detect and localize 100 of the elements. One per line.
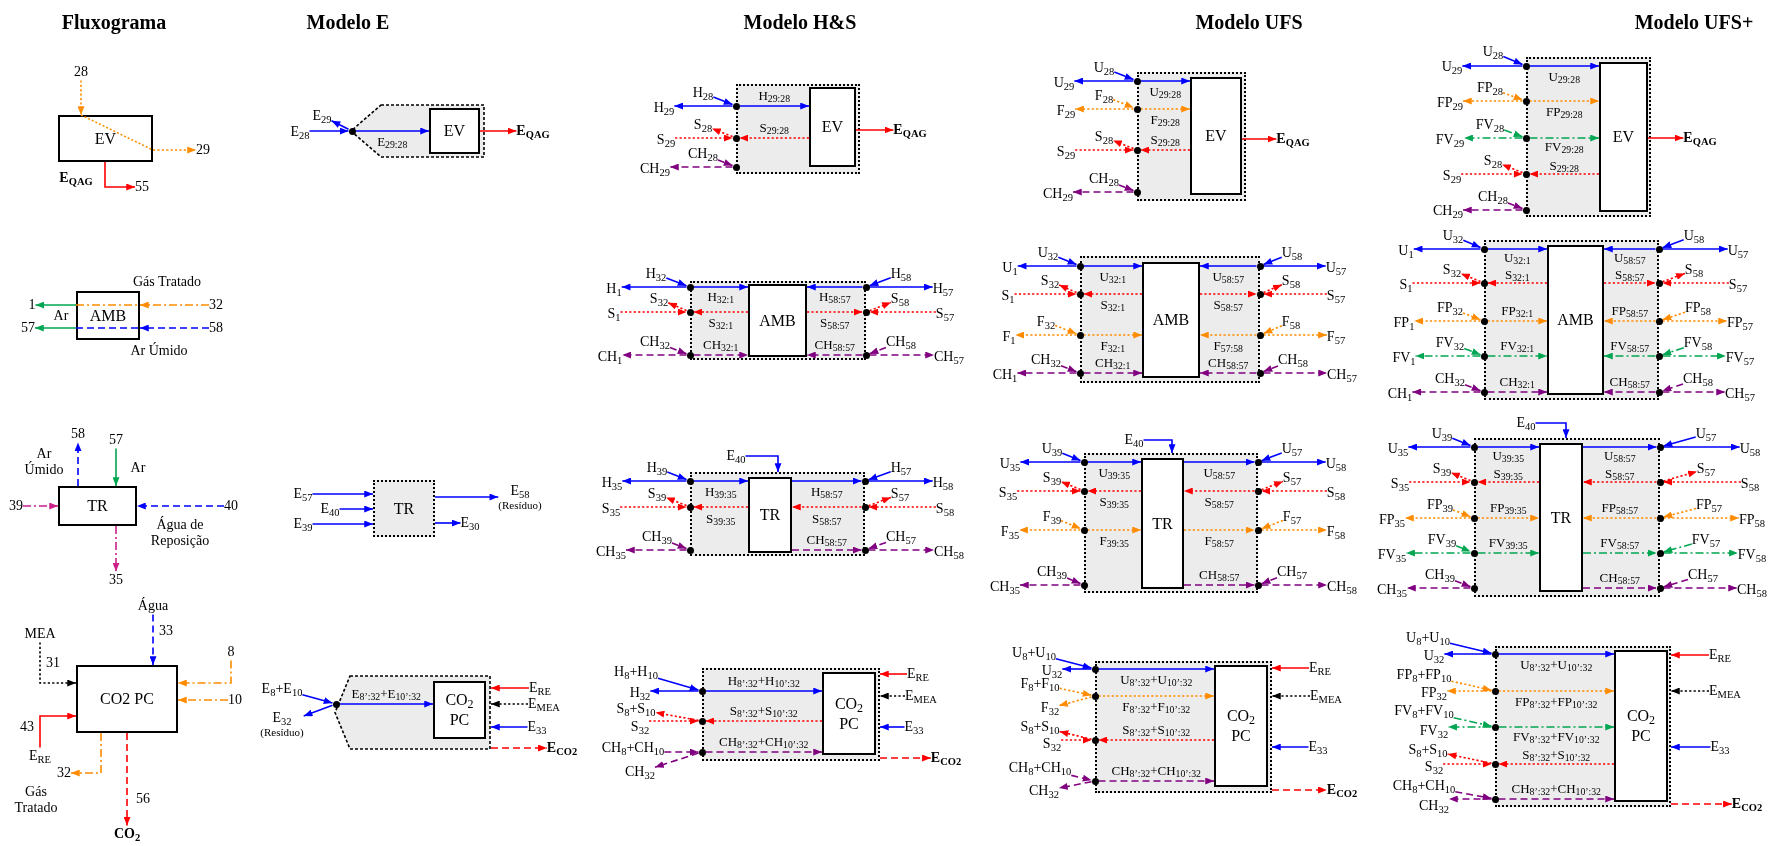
edge-label: CH$_{58:57}$ [814, 337, 855, 353]
stream-label: F$_{58}$ [1326, 523, 1346, 541]
stream-label: H$_{58}$ [932, 474, 954, 492]
flow-arrow [1507, 202, 1524, 210]
flow-arrow [1662, 584, 1738, 592]
edge-label: CH$_{58:57}$ [1199, 567, 1240, 583]
stream-label: FP$_{32}$ [1420, 684, 1448, 702]
flow-arrow [1260, 576, 1278, 585]
stream-label: CH$_{1}$ [597, 348, 623, 366]
flow-arrow [868, 351, 935, 359]
flow-arrow [1662, 514, 1740, 522]
flow-arrow [692, 477, 749, 485]
flow-arrow [674, 134, 734, 142]
flow-arrow [806, 283, 864, 291]
edge-label: FV$_{58:57}$ [1600, 535, 1640, 551]
stream-annotation: Água de Reposição [149, 516, 211, 550]
stream-label: U$_{8}$+U$_{10}$ [1406, 629, 1450, 647]
flow-arrow [868, 346, 887, 355]
stream-label: U$_{35}$ [1387, 440, 1409, 458]
flow-arrow [1670, 651, 1710, 659]
stream-label: F$_{32}$ [1036, 313, 1056, 331]
flow-arrow [1603, 245, 1657, 253]
flow-arrow [1603, 352, 1657, 360]
flow-arrow [1183, 487, 1256, 495]
stream-label: CH$_{39}$ [1037, 563, 1067, 581]
flow-arrow [1074, 146, 1135, 154]
stream-label: CH$_{28}$ [688, 145, 718, 163]
edge-label: S$_{8’:32}$+S$_{10’:32}$ [1122, 722, 1191, 738]
edge-label: F$_{39:35}$ [1099, 533, 1129, 549]
stream-label: E$_{QAG}$ [1276, 130, 1310, 148]
stream-label: E$_{RE}$ [1309, 659, 1331, 677]
edge-label: U$_{32:1}$ [1503, 250, 1531, 266]
flow-arrow [625, 546, 688, 554]
stream-label: S$_{32}$ [1442, 261, 1462, 279]
equipment-label: EV [1612, 127, 1635, 147]
flow-arrow [711, 127, 734, 138]
equipment-label: CO2 PC [100, 689, 154, 709]
control-volume [1137, 72, 1246, 201]
stream-label: E$_{MEA}$ [1310, 687, 1342, 705]
flow-arrow [1486, 388, 1548, 396]
flow-arrow [1082, 331, 1143, 339]
stream-label: 39 [9, 497, 23, 515]
flow-arrow [1647, 134, 1685, 142]
stream-label: H$_{39}$ [646, 459, 668, 477]
flow-arrow [879, 723, 906, 731]
flow-arrow [1262, 256, 1283, 266]
flow-arrow [1661, 388, 1726, 396]
equipment-box [1599, 62, 1648, 212]
stream-label: S$_{58}$ [1281, 272, 1301, 290]
flow-arrow [1271, 692, 1311, 700]
flow-arrow [139, 324, 210, 332]
equipment-label: TR [393, 498, 415, 519]
stream-note: (Resíduo) [498, 498, 542, 512]
edge-label: FV$_{39:35}$ [1488, 535, 1528, 551]
flow-arrow [1055, 658, 1093, 670]
edge-label: H$_{58:57}$ [818, 289, 851, 305]
flow-arrow [1142, 439, 1176, 454]
stream-label: S$_{32}$ [649, 290, 669, 308]
flow-arrow [654, 710, 700, 722]
flow-arrow [1086, 487, 1142, 495]
flow-arrow [354, 127, 430, 135]
edge-label: S$_{39:35}$ [1099, 494, 1129, 510]
stream-label: F$_{1}$ [1002, 328, 1016, 346]
edge-label: H$_{39:35}$ [704, 484, 737, 500]
stream-label: E$_{57}$ [293, 485, 313, 503]
control-volume [334, 675, 491, 750]
stream-label: FV$_{1}$ [1392, 349, 1416, 367]
stream-label: H$_{8}$+H$_{10}$ [614, 663, 658, 681]
flow-arrow [1413, 317, 1482, 325]
equipment-label: AMB [759, 310, 796, 331]
stream-label: FP$_{29}$ [1436, 94, 1464, 112]
stream-label: CH$_{35}$ [1377, 581, 1407, 599]
flow-arrow [1662, 443, 1741, 451]
stream-label: U$_{58}$ [1325, 455, 1347, 473]
flow-arrow [434, 493, 500, 501]
flow-arrow [1086, 526, 1142, 534]
stream-label: FP$_{58}$ [1738, 511, 1766, 529]
flow-arrow [1528, 97, 1600, 105]
stream-label: FV$_{28}$ [1475, 116, 1505, 134]
stream-label: U$_{57}$ [1325, 259, 1347, 277]
stream-annotation: Ar [130, 459, 146, 477]
flow-arrow [1497, 760, 1615, 768]
stream-label: E$_{QAG}$ [893, 121, 927, 139]
stream-label: S$_{8}$+S$_{10}$ [616, 700, 656, 718]
flow-arrow [1241, 135, 1278, 143]
stream-label: U$_{29}$ [1053, 74, 1075, 92]
stream-label: FP$_{58}$ [1684, 299, 1712, 317]
equipment-label: AMB [89, 305, 127, 326]
flow-arrow [717, 159, 734, 167]
stream-label: CH$_{8}$+CH$_{10}$ [1008, 759, 1072, 777]
stream-label: S$_{32}$ [1040, 272, 1060, 290]
stream-label: FV$_{39}$ [1427, 531, 1457, 549]
flow-arrow [1014, 331, 1078, 339]
stream-label: F$_{58}$ [1281, 313, 1301, 331]
control-volume [690, 281, 866, 360]
flow-arrow [1486, 317, 1548, 325]
flow-arrow [867, 470, 892, 481]
stream-label: CH$_{58}$ [1278, 351, 1308, 369]
stream-label: CH$_{29}$ [640, 160, 670, 178]
stream-label: CH$_{29}$ [1043, 185, 1073, 203]
